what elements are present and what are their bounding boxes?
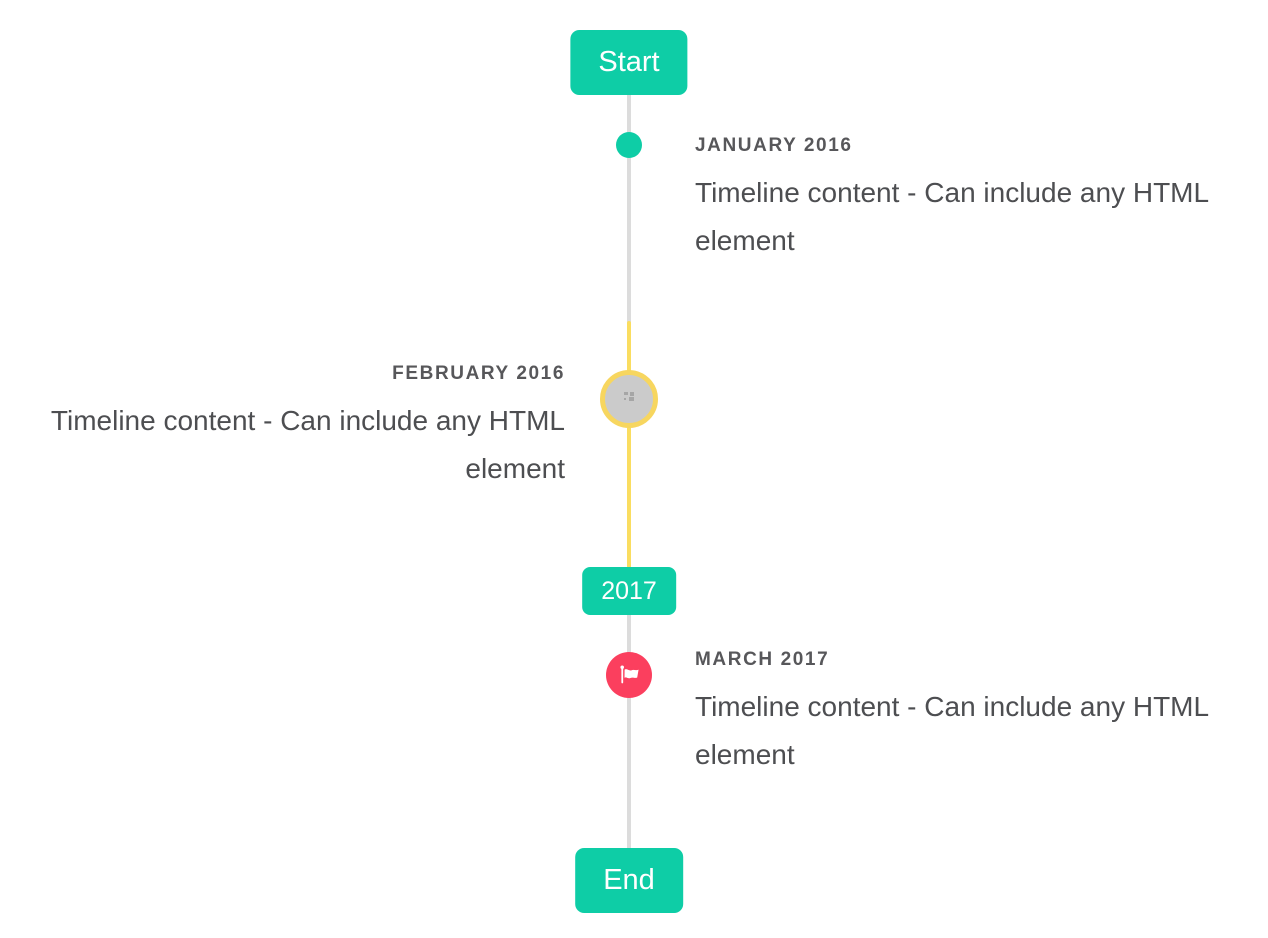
timeline-start-badge[interactable]: Start <box>570 30 688 95</box>
timeline-item-content: Timeline content - Can include any HTML … <box>695 691 1209 770</box>
flag-icon <box>617 663 642 688</box>
timeline-item-content: Timeline content - Can include any HTML … <box>50 405 565 484</box>
timeline-item-title: JANUARY 2016 <box>695 135 853 156</box>
timeline-item-title: FEBRUARY 2016 <box>392 363 565 384</box>
timeline-item-january-2016: JANUARY 2016 Timeline content - Can incl… <box>695 134 1229 265</box>
timeline-item-content: Timeline content - Can include any HTML … <box>695 177 1209 256</box>
broken-image-icon <box>621 390 637 409</box>
timeline-line-highlight <box>627 321 631 568</box>
timeline-item-march-2017: MARCH 2017 Timeline content - Can includ… <box>695 648 1229 779</box>
timeline-item-february-2016: FEBRUARY 2016 Timeline content - Can inc… <box>31 362 565 493</box>
timeline-year-badge[interactable]: 2017 <box>582 567 676 615</box>
timeline-dot-marker <box>616 132 642 158</box>
timeline-image-marker <box>600 370 658 428</box>
timeline-end-badge[interactable]: End <box>575 848 683 913</box>
timeline-flag-marker <box>606 652 652 698</box>
timeline-item-title: MARCH 2017 <box>695 649 830 670</box>
